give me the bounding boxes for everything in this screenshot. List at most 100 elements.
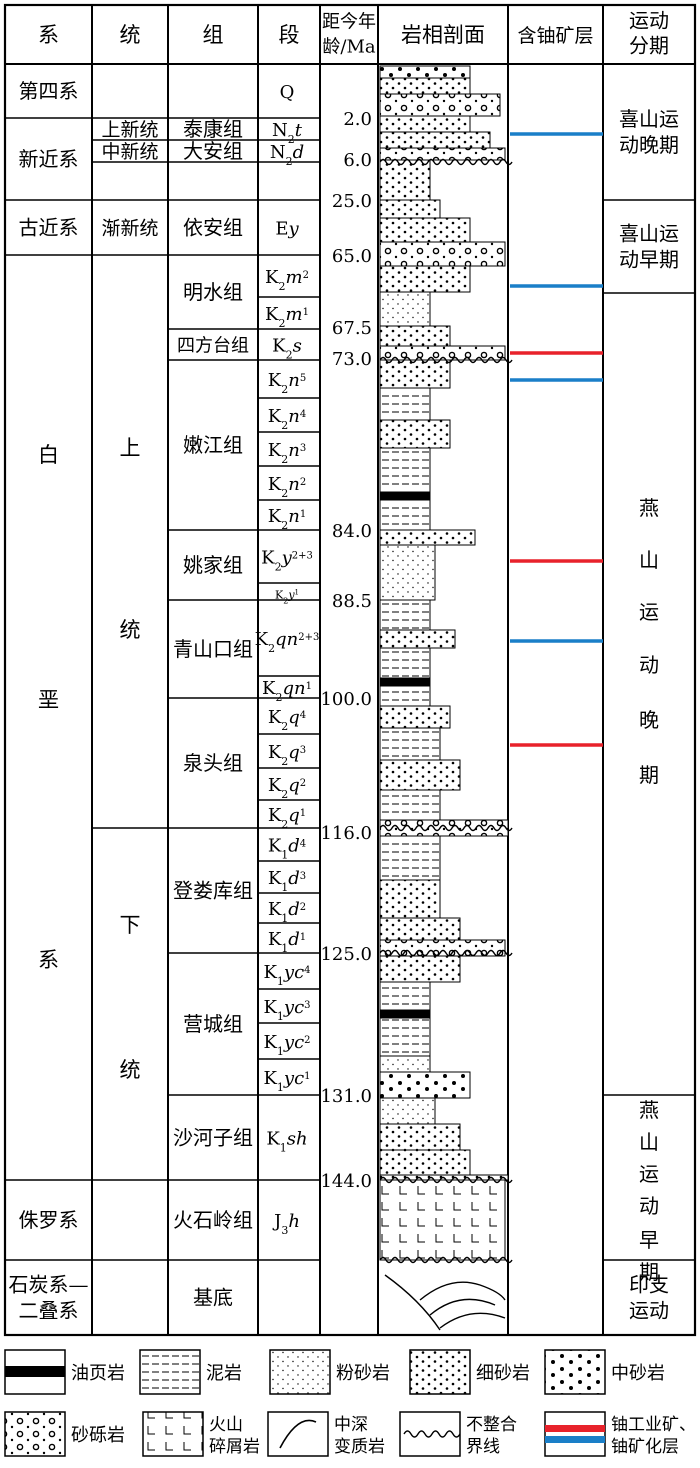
legend-label: 不整合 <box>466 1415 517 1435</box>
member-label: Ey <box>275 219 299 240</box>
tectonic-label: 动 <box>639 653 659 677</box>
member-label-name: d <box>288 929 300 950</box>
member-label: K1yc2 <box>263 1032 310 1058</box>
lithology-bed <box>379 115 471 133</box>
lithology-bed <box>379 629 456 649</box>
member-label-sup: 1 <box>304 1071 310 1082</box>
formation-label: 营城组 <box>183 1012 243 1036</box>
mudstone-icon <box>139 1349 201 1395</box>
member-label-name: d <box>293 142 305 163</box>
tectonic-label: 运 <box>639 600 659 624</box>
system-label: 新近系 <box>19 147 79 171</box>
age-label: 65.0 <box>332 246 372 267</box>
member-label-sup: 2 <box>300 778 306 789</box>
member-label-base: K <box>268 370 282 391</box>
member-label-sub: 1 <box>281 848 288 861</box>
header-tectonic: 运动 <box>629 9 669 33</box>
tectonic-label: 山 <box>639 548 659 572</box>
member-label-name: t <box>295 120 303 141</box>
member-label: K1d4 <box>268 836 306 862</box>
member-label-sup: 1 <box>306 681 312 692</box>
lithology-bed <box>379 705 451 729</box>
member-label: K2n2 <box>268 474 306 500</box>
legend-label: 中砂岩 <box>611 1363 665 1384</box>
tectonic-label: 动早期 <box>619 248 679 272</box>
legend: 油页岩泥岩粉砂岩细砂岩中砂岩砂砾岩火山碎屑岩中深变质岩不整合界线铀工业矿、铀矿化… <box>4 1349 696 1457</box>
member-label-base: E <box>275 219 288 240</box>
lithology-bed <box>379 491 431 501</box>
legend-label: 变质岩 <box>334 1437 385 1457</box>
legend-box <box>142 1411 204 1457</box>
member-label-base: K <box>272 336 286 357</box>
tectonic-label: 喜山运 <box>619 222 679 246</box>
lithology-bed <box>379 529 476 546</box>
member-label-sub: 2 <box>279 317 286 330</box>
age-label: 100.0 <box>320 689 372 710</box>
member-label-base: K <box>263 962 277 983</box>
member-label-name: n <box>288 440 300 461</box>
medium-sandstone-icon <box>544 1349 606 1395</box>
age-label: 73.0 <box>332 349 372 370</box>
system-label: 古近系 <box>19 216 79 240</box>
member-label-name: y <box>287 219 299 240</box>
tectonic-label: 晚 <box>639 708 659 732</box>
table-frame <box>3 3 697 1337</box>
lithology-bed <box>379 291 431 327</box>
legend-box <box>267 1411 329 1457</box>
member-label-sub: 1 <box>281 881 288 894</box>
series-label: 统 <box>120 618 141 642</box>
formation-label: 青山口组 <box>173 637 253 661</box>
header-member: 段 <box>279 23 300 47</box>
member-label: K2qn2+3 <box>255 629 320 655</box>
legend-label: 界线 <box>466 1437 500 1457</box>
member-label-base: N <box>272 120 288 141</box>
member-label-sup: 5 <box>300 373 306 384</box>
member-label-base: K <box>263 1068 277 1089</box>
series-label: 上 <box>120 436 141 460</box>
member-label-base: K <box>268 836 282 857</box>
unconformity-line <box>379 824 513 832</box>
member-label-sup: 3 <box>304 1000 310 1011</box>
member-label-name: qn <box>282 678 305 699</box>
lithology-bed <box>379 879 441 919</box>
tectonic-label: 动晚期 <box>619 133 679 157</box>
member-label: K2n1 <box>268 506 306 532</box>
legend-oil-band <box>5 1366 65 1377</box>
member-label-base: K <box>275 589 284 602</box>
lithology-bed <box>379 447 431 493</box>
lithology-bed <box>379 727 441 761</box>
legend-label: 细砂岩 <box>476 1363 530 1384</box>
series-label: 下 <box>120 913 141 937</box>
lithology-bed <box>379 1017 431 1057</box>
member-label-name: d <box>288 868 300 889</box>
lithology-bed <box>379 955 461 983</box>
member-label-sub: 2 <box>281 383 288 396</box>
lithology-bed <box>379 265 471 293</box>
age-label: 125.0 <box>320 944 372 965</box>
member-label-sub: 2 <box>286 155 293 168</box>
member-label-sub: 2 <box>281 487 288 500</box>
member-label: Q <box>280 82 295 103</box>
legend-label: 铀工业矿、 <box>611 1415 696 1435</box>
lithology-bed <box>379 685 431 707</box>
member-label-name: n <box>288 506 300 527</box>
unconformity-line <box>379 949 513 957</box>
member-label-name: q <box>288 707 300 728</box>
legend-label: 铀矿化层 <box>611 1437 679 1457</box>
lithology-bed <box>379 1009 431 1019</box>
lithology-bed <box>379 241 506 267</box>
member-label-sub: 1 <box>277 1045 284 1058</box>
member-label-sub: 2 <box>288 133 295 146</box>
member-label-base: K <box>268 775 282 796</box>
member-label-sub: 2 <box>268 642 275 655</box>
header-system: 系 <box>38 23 59 47</box>
tectonic-label: 运 <box>639 1162 659 1186</box>
metamorphic-icon <box>267 1411 329 1457</box>
age-label: 144.0 <box>320 1171 372 1192</box>
lithology-bed <box>379 199 441 219</box>
lithology-bed <box>379 789 441 821</box>
tectonic-label: 动 <box>639 1194 659 1218</box>
system-label: 石炭系— <box>9 1273 89 1297</box>
member-label-base: K <box>268 474 282 495</box>
